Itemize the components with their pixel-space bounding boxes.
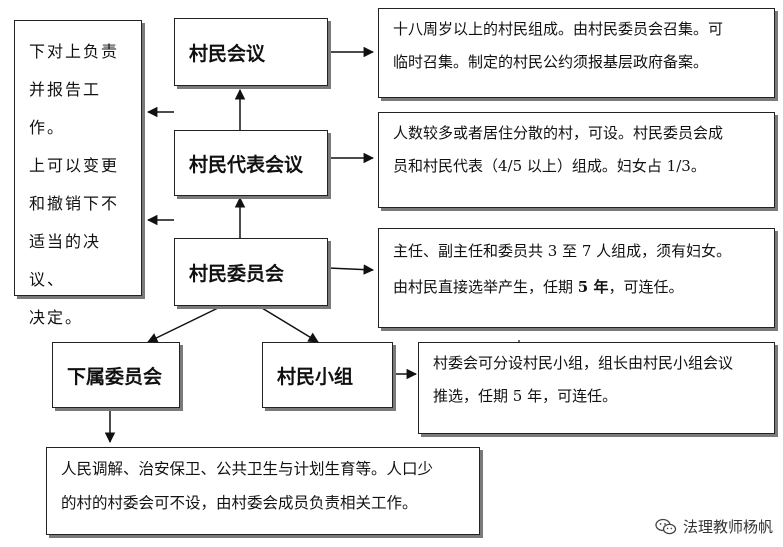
node-villagers-committee-label: 村民委员会 (189, 262, 285, 285)
note-meeting-line-2: 临时召集。制定的村民公约须报基层政府备案。 (393, 53, 709, 71)
side-note-line-2: 并报告工作。 (29, 80, 102, 137)
side-note-box: 下对上负责 并报告工作。 上可以变更 和撤销下不 适当的决议、 决定。 (14, 20, 142, 327)
watermark: 法理教师杨帆 (655, 516, 773, 537)
side-note-line-5: 适当的决议、 (29, 232, 102, 289)
node-representatives-meeting: 村民代表会议 (174, 130, 328, 196)
note-sub-line-1: 人民调解、治安保卫、公共卫生与计划生育等。人口少 (61, 460, 434, 478)
note-group-line-2: 推选，任期 5 年，可连任。 (433, 387, 618, 405)
node-villagers-meeting: 村民会议 (174, 18, 328, 86)
side-note-line-6: 决定。 (29, 308, 84, 327)
note-rep-line-2: 员和村民代表（4/5 以上）组成。妇女占 1/3。 (393, 157, 706, 175)
side-note-line-1: 下对上负责 (29, 42, 120, 61)
note-villagers-meeting: 十八周岁以上的村民组成。由村民委员会召集。可 临时召集。制定的村民公约须报基层政… (378, 8, 775, 98)
note-rep-line-1: 人数较多或者居住分散的村，可设。村民委员会成 (393, 124, 724, 142)
node-sub-committee-label: 下属委员会 (67, 365, 163, 388)
node-villager-group: 村民小组 (262, 342, 393, 408)
wechat-icon (655, 518, 677, 534)
node-villagers-meeting-label: 村民会议 (189, 42, 266, 65)
note-committee-line-2a: 由村民直接选举产生，任期 (393, 278, 578, 296)
note-meeting-line-1: 十八周岁以上的村民组成。由村民委员会召集。可 (393, 20, 724, 38)
note-committee-term-bold: 5 年 (577, 278, 609, 296)
side-note-line-3: 上可以变更 (29, 156, 120, 175)
arrow-committee-note (327, 264, 375, 275)
arrow-committee-to-sub (147, 307, 219, 343)
arrow-committee-to-group (261, 307, 319, 343)
note-sub-line-2: 的村的村委会可不设，由村委会成员负责相关工作。 (61, 494, 418, 512)
note-committee-line-2: 由村民直接选举产生，任期 5 年，可连任。 (393, 269, 764, 305)
note-villagers-committee: 主任、副主任和委员共 3 至 7 人组成，须有妇女。 由村民直接选举产生，任期 … (378, 228, 775, 328)
note-villager-group: 村委会可分设村民小组，组长由村民小组会议 推选，任期 5 年，可连任。 (418, 342, 775, 434)
note-committee-line-1: 主任、副主任和委员共 3 至 7 人组成，须有妇女。 (393, 242, 732, 260)
watermark-text: 法理教师杨帆 (682, 518, 773, 536)
side-note-line-4: 和撤销下不 (29, 194, 120, 213)
note-sub-committee: 人民调解、治安保卫、公共卫生与计划生育等。人口少 的村的村委会可不设，由村委会成… (46, 447, 480, 535)
node-representatives-meeting-label: 村民代表会议 (189, 153, 304, 176)
node-sub-committee: 下属委员会 (52, 342, 180, 408)
node-villagers-committee: 村民委员会 (174, 238, 328, 306)
note-group-line-1: 村委会可分设村民小组，组长由村民小组会议 (433, 354, 734, 372)
node-villager-group-label: 村民小组 (277, 365, 354, 388)
note-representatives-meeting: 人数较多或者居住分散的村，可设。村民委员会成 员和村民代表（4/5 以上）组成。… (378, 112, 775, 208)
note-committee-line-2c: ，可连任。 (608, 278, 684, 296)
